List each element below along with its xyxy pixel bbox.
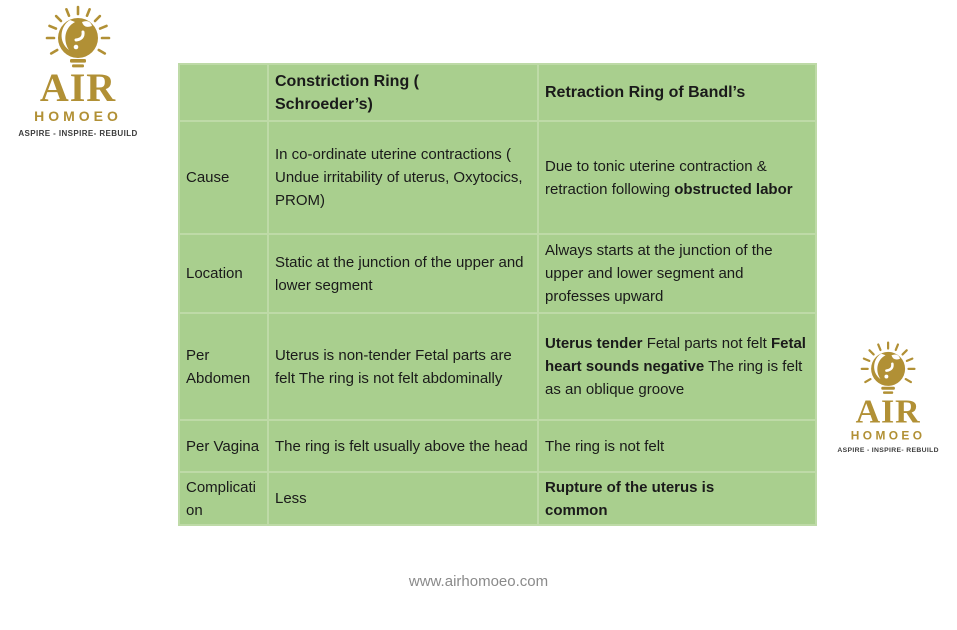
air-homoeo-logo-top-left: AIR HOMOEO ASPIRE - INSPIRE- REBUILD	[12, 4, 144, 138]
logo-wordmark: AIR	[855, 391, 921, 431]
cell-location-schroeder: Static at the junction of the upper and …	[267, 233, 539, 314]
cell-per-vagina-bandl: The ring is not felt	[537, 419, 817, 473]
cell-text: Always starts at the junction of the upp…	[545, 242, 773, 305]
cell-complication-schroeder: Less	[267, 471, 539, 526]
header-text: Schroeder’s)	[275, 95, 373, 113]
table-header-row: Constriction Ring ( Schroeder’s) Retracti…	[178, 63, 817, 122]
table-row-complication: Complication Less Rupture of the uterus …	[178, 471, 817, 526]
lightbulb-logo-icon	[860, 341, 916, 394]
cell-text-bold: obstructed labor	[674, 180, 793, 198]
cell-cause-bandl: Due to tonic uterine contraction & retra…	[537, 120, 817, 235]
row-label-per-vagina: Per Vagina	[178, 419, 269, 473]
cell-text: Less	[275, 490, 307, 507]
logo-wordmark: AIR	[39, 65, 117, 110]
cell-complication-bandl: Rupture of the uterus is common	[537, 471, 817, 526]
logo-subtitle: HOMOEO	[34, 108, 122, 124]
air-homoeo-logo-right: AIR HOMOEO ASPIRE - INSPIRE- REBUILD	[832, 340, 944, 454]
header-retraction-ring: Retraction Ring of Bandl’s	[537, 63, 817, 122]
table-row-cause: Cause In co-ordinate uterine contraction…	[178, 120, 817, 235]
cell-per-abdomen-schroeder: Uterus is non-tender Fetal parts are fel…	[267, 312, 539, 421]
row-label-per-abdomen: Per Abdomen	[178, 312, 269, 421]
header-text: Constriction Ring (	[275, 72, 419, 90]
cell-text-bold: Fetal heart sounds negative	[545, 335, 806, 375]
row-label-location: Location	[178, 233, 269, 314]
cell-text: The ring is felt usually above the head	[275, 437, 528, 455]
table-row-per-abdomen: Per Abdomen Uterus is non-tender Fetal p…	[178, 312, 817, 421]
cell-text: Static at the junction of the upper and …	[275, 253, 524, 294]
cell-text: Uterus is non-tender Fetal parts are fel…	[275, 346, 512, 387]
lightbulb-logo-icon	[45, 5, 111, 68]
logo-subtitle: HOMOEO	[850, 428, 926, 442]
cell-text: The ring is not felt	[545, 437, 665, 455]
cell-cause-schroeder: In co-ordinate uterine contractions ( Un…	[267, 120, 539, 235]
header-constriction-ring: Constriction Ring ( Schroeder’s)	[267, 63, 539, 122]
cell-text: In co-ordinate uterine contractions ( Un…	[275, 146, 523, 209]
cell-text: Fetal parts not felt	[642, 335, 771, 352]
table-row-location: Location Static at the junction of the u…	[178, 233, 817, 314]
header-empty-cell	[178, 63, 269, 122]
logo-tagline: ASPIRE - INSPIRE- REBUILD	[837, 446, 939, 454]
comparison-table: Constriction Ring ( Schroeder’s) Retracti…	[178, 63, 817, 526]
logo-tagline: ASPIRE - INSPIRE- REBUILD	[18, 129, 138, 138]
cell-per-vagina-schroeder: The ring is felt usually above the head	[267, 419, 539, 473]
cell-text-bold: Uterus tender	[545, 335, 643, 352]
cell-text: Due to tonic uterine contraction & retra…	[545, 157, 767, 198]
cell-location-bandl: Always starts at the junction of the upp…	[537, 233, 817, 314]
cell-text-bold: Rupture of the uterus is common	[545, 478, 715, 519]
website-url: www.airhomoeo.com	[408, 573, 549, 590]
cell-text: The ring is felt as an oblique groove	[545, 358, 803, 398]
row-label-cause: Cause	[178, 120, 269, 235]
cell-per-abdomen-bandl: Uterus tender Fetal parts not felt Fetal…	[537, 312, 817, 421]
header-text: Retraction Ring of Bandl’s	[545, 84, 746, 101]
row-label-complication: Complication	[178, 471, 269, 526]
table-row-per-vagina: Per Vagina The ring is felt usually abov…	[178, 419, 817, 473]
